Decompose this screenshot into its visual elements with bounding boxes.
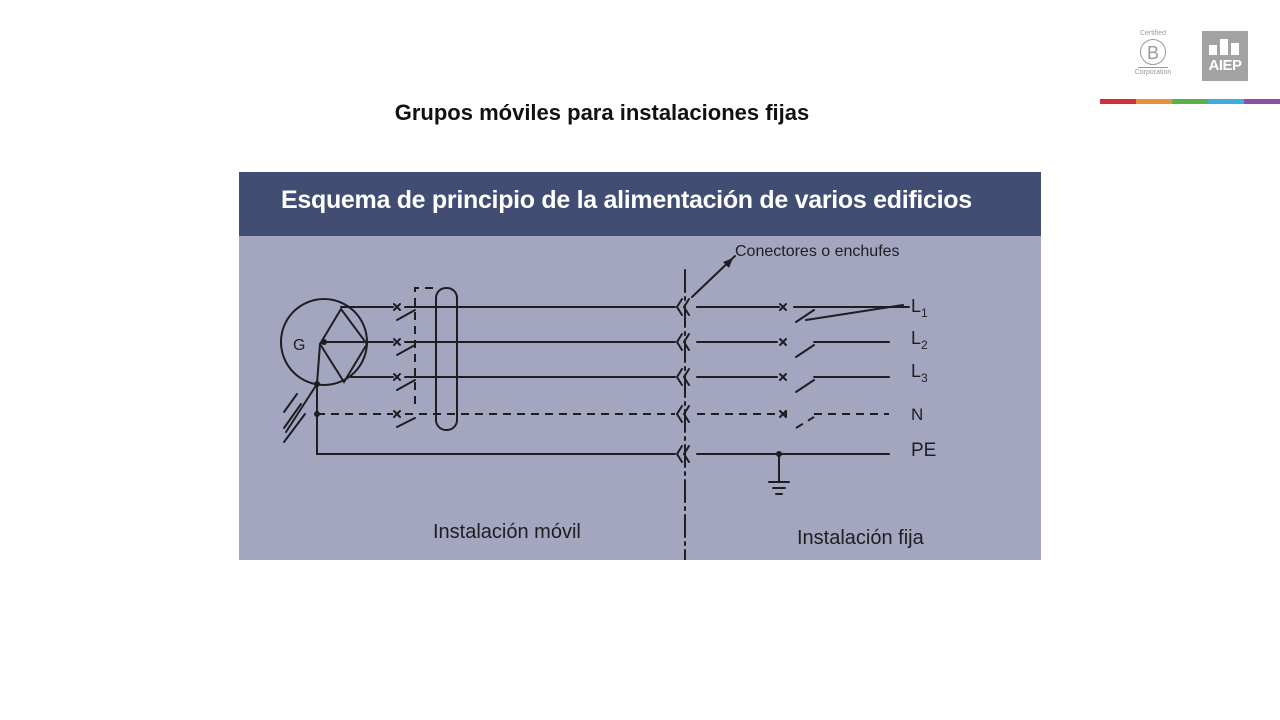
brand-strip-orange: [1136, 99, 1172, 104]
label-l2-sub: 2: [921, 338, 928, 352]
label-l1-sub: 1: [921, 306, 928, 320]
label-l3: L3: [911, 361, 928, 385]
diagram-header: Esquema de principio de la alimentación …: [239, 172, 1041, 236]
aiep-logo: AIEP: [1202, 31, 1248, 81]
label-pe: PE: [911, 440, 936, 461]
brand-color-strip: [1100, 99, 1280, 104]
aiep-wordmark: AIEP: [1208, 57, 1242, 74]
label-l3-letter: L: [911, 361, 921, 381]
diagram-panel: Esquema de principio de la alimentación …: [239, 172, 1041, 560]
fixed-installation-label: Instalación fija: [797, 527, 925, 549]
mobile-installation-label: Instalación móvil: [433, 521, 581, 543]
label-n: N: [911, 405, 923, 424]
line-pe: [316, 383, 676, 455]
bcorp-bottom-text: Corporation: [1134, 69, 1172, 76]
label-l2-letter: L: [911, 328, 921, 348]
label-l2: L2: [911, 328, 928, 352]
connectors-label: Conectores o enchufes: [735, 243, 900, 260]
bcorp-letter: B: [1140, 39, 1166, 65]
mechanical-link: [414, 287, 436, 404]
breaker-interlock: [435, 287, 458, 431]
generator-label: G: [293, 337, 305, 354]
brand-strip-green: [1172, 99, 1208, 104]
aiep-bars-icon: [1209, 39, 1241, 55]
label-l1-letter: L: [911, 296, 921, 316]
brand-strip-blue: [1208, 99, 1244, 104]
slide-title: Grupos móviles para instalaciones fijas: [394, 100, 810, 125]
bcorp-top-text: Certified: [1139, 30, 1167, 37]
generator-star: [319, 307, 369, 384]
brand-strip-purple: [1244, 99, 1280, 104]
brand-strip-red: [1100, 99, 1136, 104]
wiring-diagram: G Conectores o enchufes L1 L2 L3 N PE In…: [280, 243, 936, 560]
bcorp-logo: Certified B Corporation: [1134, 30, 1172, 80]
label-l3-sub: 3: [921, 371, 928, 385]
label-l1: L1: [911, 296, 928, 320]
bcorp-rule: [1138, 67, 1168, 68]
